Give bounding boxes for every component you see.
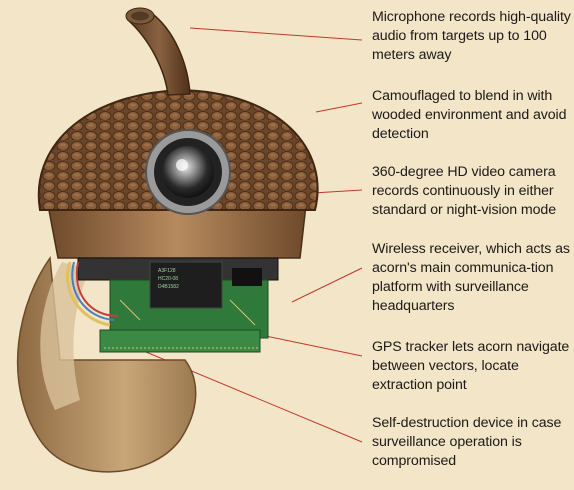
callout-self-destruct: Self-destruction device in case surveill…	[372, 415, 562, 469]
svg-text:D4B1582: D4B1582	[158, 284, 179, 290]
acorn-shell-inner	[40, 262, 90, 410]
callout-wireless-receiver: Wireless receiver, which acts as acorn's…	[372, 241, 570, 314]
microphone-stem-icon	[126, 11, 191, 96]
circuit-board-icon: A3F128 HC20-08 D4B1582	[65, 257, 279, 353]
svg-text:HC20-08: HC20-08	[158, 276, 178, 282]
leader-wireless	[291, 267, 363, 303]
leader-camouflage	[315, 102, 363, 113]
leader-gps	[255, 333, 363, 357]
callout-microphone: Microphone records high-quality audio fr…	[372, 9, 571, 63]
camera-lens-icon	[145, 129, 231, 215]
svg-text:A3F128: A3F128	[158, 268, 176, 274]
leader-microphone	[189, 27, 363, 41]
callout-video-camera: 360-degree HD video camera records conti…	[372, 164, 557, 218]
callout-camouflage: Camouflaged to blend in with wooded envi…	[372, 88, 567, 142]
callout-gps-tracker: GPS tracker lets acorn navigate between …	[372, 339, 570, 393]
acorn-shell-half	[16, 255, 197, 473]
